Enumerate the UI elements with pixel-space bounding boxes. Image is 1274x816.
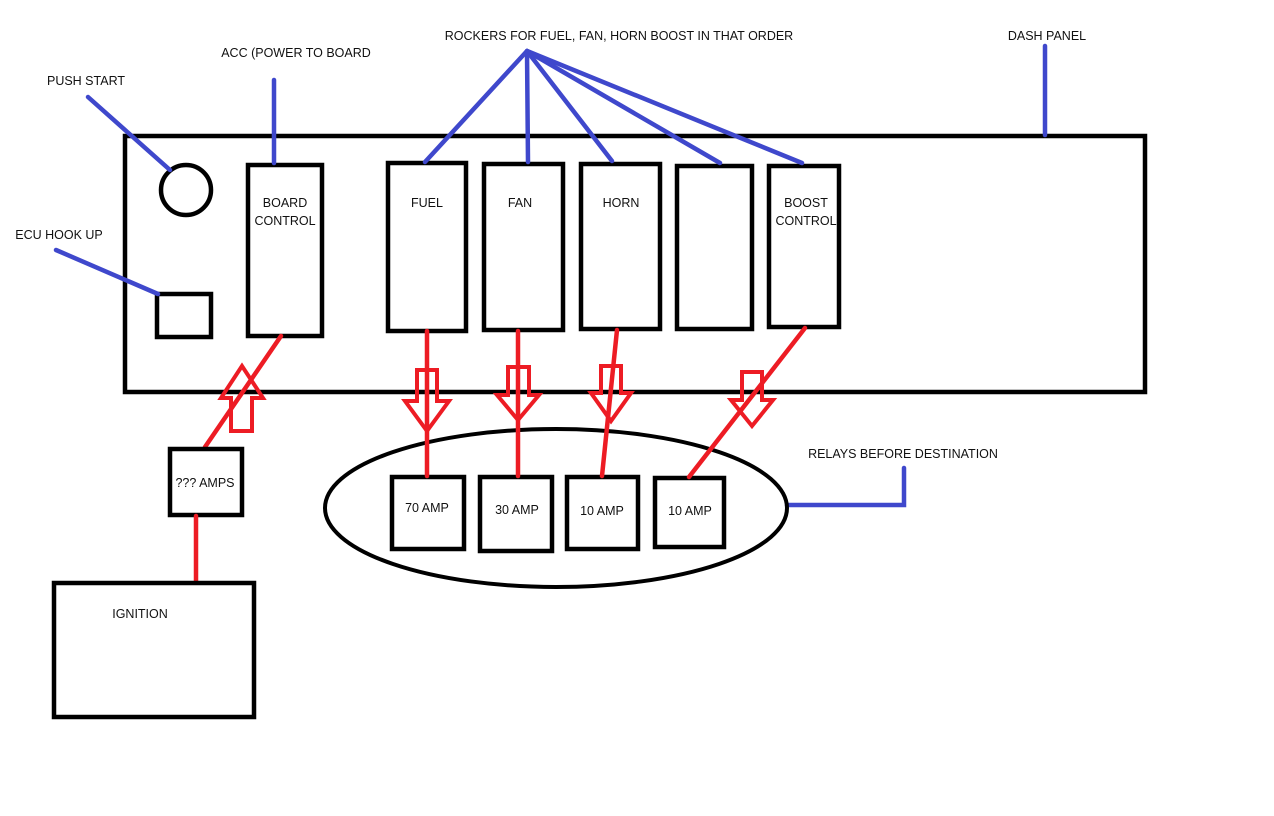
push-start-annotation: PUSH START [47,74,125,88]
rocker-switch-horn [578,161,663,332]
rockers-leader-empty [524,48,723,166]
dash-panel [122,133,1148,395]
wire-fuse-to-board [202,333,284,450]
relay-label-horn: 10 AMP [580,504,624,518]
down-arrow-boost [726,370,778,430]
rocker-switch-fuel [385,160,469,334]
rockers-leader-fuel [422,48,530,165]
wire-horn [599,327,620,479]
board-control-label-1: BOARD [263,196,307,210]
rocker-switch-fan-label: FAN [508,196,532,210]
relay-label-boost: 10 AMP [668,504,712,518]
rockers-leader-horn [524,48,615,164]
push-start-button [158,162,214,218]
rockers-leader-fan [524,48,531,165]
down-arrow-horn [587,364,635,425]
ignition-label: IGNITION [112,607,168,621]
wire-boost [686,325,808,480]
rocker-switch-fan [481,161,566,333]
relays-leader [784,465,907,508]
push-start-leader [85,94,173,173]
ecu-hookup-box [154,291,214,340]
rocker-switch-boost-label-2: CONTROL [775,214,836,228]
board-control-label-2: CONTROL [254,214,315,228]
down-arrow-fuel [401,368,453,435]
ignition-box [51,580,257,720]
acc-annotation: ACC (POWER TO BOARD [221,46,371,60]
dash-panel-annotation: DASH PANEL [1008,29,1086,43]
rockers-leader-boost [524,48,805,166]
fuse-box [167,446,245,518]
relays-annotation: RELAYS BEFORE DESTINATION [808,447,998,461]
rockers-annotation: ROCKERS FOR FUEL, FAN, HORN BOOST IN THA… [445,29,793,43]
fuse-label: ??? AMPS [175,476,234,490]
rocker-switch-boost-label-1: BOOST [784,196,828,210]
ecu-annotation: ECU HOOK UP [15,228,103,242]
relay-group-ellipse [323,427,789,589]
up-arrow-board [217,362,267,433]
relay-label-fan: 30 AMP [495,503,539,517]
rocker-switch-fuel-label: FUEL [411,196,443,210]
rocker-switch-empty [674,163,755,332]
relay-label-fuel: 70 AMP [405,501,449,515]
board-control-box [245,162,325,339]
down-arrow-fan [492,365,544,424]
rocker-switch-horn-label: HORN [603,196,640,210]
ecu-leader [53,247,161,297]
rocker-switch-boost [766,163,842,330]
